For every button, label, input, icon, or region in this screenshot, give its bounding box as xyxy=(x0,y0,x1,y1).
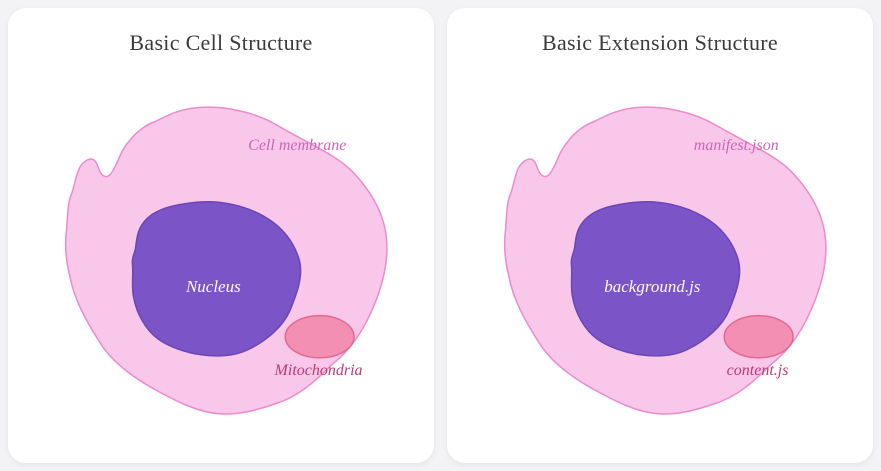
nucleus-shape xyxy=(131,201,302,357)
mitochondria-shape xyxy=(284,314,355,359)
cell-diagram xyxy=(64,106,388,415)
cell-structure-card: Basic Cell Structure Cell membrane Nucle… xyxy=(8,8,434,463)
extension-card-title: Basic Extension Structure xyxy=(541,30,778,55)
cell-card-title: Basic Cell Structure xyxy=(129,30,313,55)
extension-diagram xyxy=(503,106,827,415)
content-js-shape xyxy=(723,314,794,359)
extension-structure-card: Basic Extension Structure manifest.json … xyxy=(447,8,873,463)
background-js-shape xyxy=(570,201,741,357)
